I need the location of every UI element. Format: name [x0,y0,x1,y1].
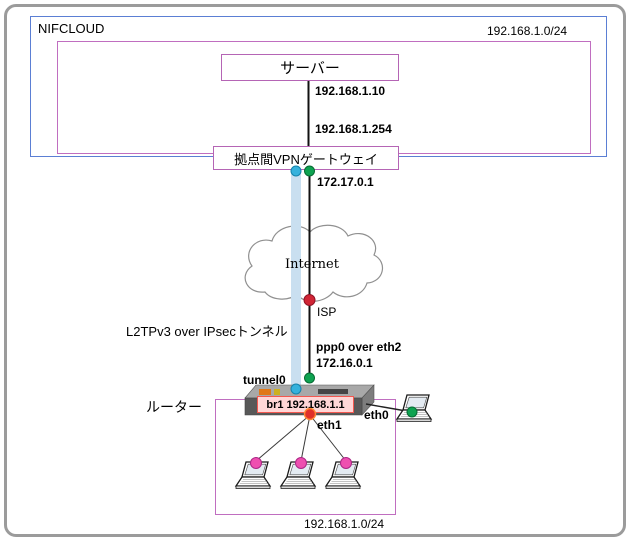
lan-subnet-label: 192.168.1.0/24 [304,517,385,531]
server-node-box: サーバー [221,54,399,81]
nifcloud-label: NIFCLOUD [38,21,105,36]
br1-bridge-box: br1 192.168.1.1 [257,396,354,413]
eth1-interface-label: eth1 [317,418,342,432]
diagram-frame [4,4,626,537]
internet-label: Internet [285,257,339,272]
tunnel-label: L2TPv3 over IPsecトンネル [126,324,288,339]
vpn-gateway-node-box: 拠点間VPNゲートウェイ [213,146,399,170]
ppp0-interface-label: ppp0 over eth2 [316,340,402,354]
gateway-wan-ip-label: 172.17.0.1 [317,175,374,189]
server-ip-label: 192.168.1.10 [315,84,386,98]
router-label: ルーター [146,399,202,415]
isp-label: ISP [317,305,337,319]
eth0-interface-label: eth0 [364,408,389,422]
nifcloud-subnet-label: 192.168.1.0/24 [487,24,568,38]
gateway-lan-ip-label: 192.168.1.254 [315,122,392,136]
tunnel0-interface-label: tunnel0 [243,373,286,387]
router-wan-ip-label: 172.16.0.1 [316,356,373,370]
